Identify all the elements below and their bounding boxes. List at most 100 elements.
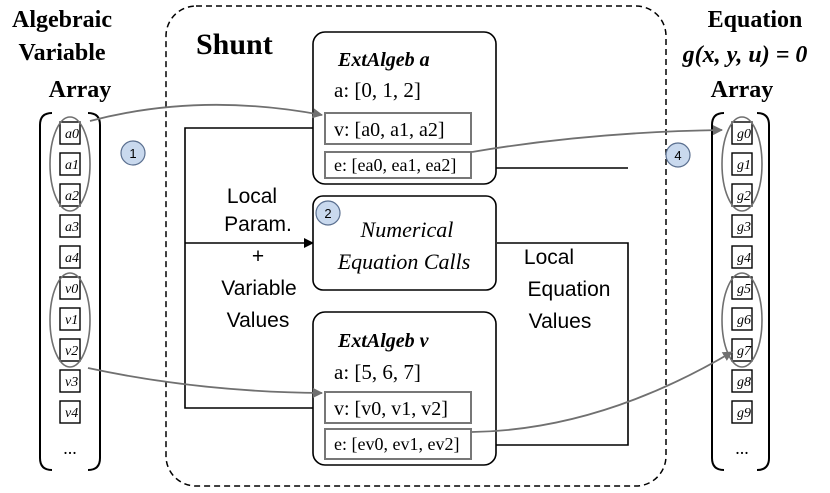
variable-cell-label: v4	[65, 406, 78, 421]
equation-cell-box	[731, 276, 753, 300]
ext-algeb-v-e-line: e: [ev0, ev1, ev2]	[334, 434, 459, 454]
variable-cell-box	[59, 214, 81, 238]
variable-cell-label: a0	[65, 127, 79, 142]
left-group-v-ellipse	[49, 272, 91, 368]
ext-algeb-v-address: a: [5, 6, 7]	[334, 360, 421, 384]
equation-cell-g2: g2	[731, 183, 753, 207]
left-group-a-ellipse	[49, 116, 91, 212]
equation-cell-box	[731, 245, 753, 269]
step-2-badge: 2	[315, 200, 341, 226]
equation-cell-g3: g3	[731, 214, 753, 238]
step-4-number: 4	[674, 148, 681, 163]
right-group-v-ellipse	[721, 272, 763, 368]
right-title-line-1: Equation	[708, 7, 803, 33]
equation-cell-box	[731, 183, 753, 207]
variable-cell-label: v0	[65, 282, 78, 297]
variable-cell-box	[59, 307, 81, 331]
right-group-a-ellipse	[721, 116, 763, 212]
right-title-line-3: Array	[711, 77, 774, 103]
equation-cell-g6: g6	[731, 307, 753, 331]
variable-cell-label: a1	[65, 158, 79, 173]
left-title-line-2: Variable	[18, 40, 105, 66]
variable-cell-v1: v1	[59, 307, 81, 331]
equation-cell-box	[731, 400, 753, 424]
variable-cell-label: v2	[65, 344, 78, 359]
equation-cell-box	[731, 214, 753, 238]
variable-cell-v3: v3	[59, 369, 81, 393]
variable-cell-box	[59, 276, 81, 300]
right-title-line-2: g(x, y, u) = 0	[682, 42, 808, 68]
equation-cell-box	[731, 307, 753, 331]
variable-cell-box	[59, 245, 81, 269]
variable-collect-line	[184, 127, 325, 409]
numerical-frame	[312, 195, 497, 291]
ext-algeb-v-e-field	[324, 428, 472, 460]
left-array-ellipsis: ...	[63, 438, 77, 458]
variable-cell-a2: a2	[59, 183, 81, 207]
local-equation-label: Local Equation Values	[524, 246, 611, 333]
variable-cell-label: a2	[65, 189, 79, 204]
ext-algeb-a-v-field	[324, 112, 472, 145]
ext-a-to-g-arrow	[471, 125, 723, 153]
ext-algeb-v-box: ExtAlgeb v a: [5, 6, 7] v: [v0, v1, v2] …	[312, 311, 497, 466]
variable-cell-a4: a4	[59, 245, 81, 269]
left-bracket-open	[39, 112, 53, 471]
variable-cell-box	[59, 183, 81, 207]
ext-algeb-a-address: a: [0, 1, 2]	[334, 78, 421, 102]
equation-cell-g5: g5	[731, 276, 753, 300]
variable-cell-a3: a3	[59, 214, 81, 238]
local-param-line-3: +	[252, 245, 264, 268]
numerical-line-2: Equation Calls	[337, 249, 471, 274]
variable-cell-box	[59, 369, 81, 393]
variable-cell-label: a3	[65, 220, 79, 235]
ext-algeb-v-v-line: v: [v0, v1, v2]	[334, 398, 448, 420]
variable-cell-a0: a0	[59, 121, 81, 145]
variable-cell-label: v1	[65, 313, 78, 328]
local-eq-line-1: Local	[524, 246, 574, 269]
ext-algeb-v-title: ExtAlgeb v	[337, 330, 430, 352]
right-array-ellipsis: ...	[735, 438, 749, 458]
a-vars-to-ext-a-arrow	[89, 103, 323, 122]
signal-lines	[184, 127, 629, 450]
right-array-title: Equation g(x, y, u) = 0 Array	[682, 7, 808, 103]
variable-cell-box	[59, 121, 81, 145]
numerical-line-1: Numerical	[360, 217, 454, 242]
ext-algeb-a-e-line: e: [ea0, ea1, ea2]	[334, 155, 456, 175]
equation-cell-g1: g1	[731, 152, 753, 176]
equation-cell-label: g6	[737, 313, 751, 328]
variable-cell-v4: v4	[59, 400, 81, 424]
shunt-label: Shunt	[196, 28, 273, 61]
ext-algeb-a-v-line: v: [a0, a1, a2]	[334, 119, 445, 141]
variable-cell-v2: v2	[59, 338, 81, 362]
local-param-label: Local Param. + Variable Values	[221, 185, 297, 332]
local-param-line-2: Param.	[224, 213, 292, 236]
equation-cell-box	[731, 152, 753, 176]
equation-cell-g0: g0	[731, 121, 753, 145]
equation-cell-box	[731, 121, 753, 145]
left-title-line-3: Array	[49, 77, 112, 103]
data-flow-arrows	[87, 103, 733, 433]
equation-cell-label: g3	[737, 220, 751, 235]
variable-cell-box	[59, 152, 81, 176]
variable-cell-v0: v0	[59, 276, 81, 300]
ext-algeb-v-v-field	[324, 391, 472, 424]
equation-cell-box	[731, 338, 753, 362]
shunt-container	[165, 5, 667, 487]
step-1-badge: 1	[120, 140, 146, 166]
ext-algeb-a-title: ExtAlgeb a	[337, 49, 430, 71]
step-2-circle	[315, 200, 341, 226]
step-1-circle	[120, 140, 146, 166]
left-bracket-close	[87, 112, 101, 471]
ext-algeb-a-box: ExtAlgeb a a: [0, 1, 2] v: [a0, a1, a2] …	[312, 31, 497, 185]
equation-cell-label: g2	[737, 189, 751, 204]
step-4-badge: 4	[665, 142, 691, 168]
equation-cell-g8: g8	[731, 369, 753, 393]
equation-cell-label: g8	[737, 375, 751, 390]
local-eq-line-2: Equation	[528, 278, 611, 301]
local-param-line-1: Local	[227, 185, 277, 208]
local-eq-line-3: Values	[529, 310, 592, 333]
ext-algeb-a-frame	[312, 31, 497, 185]
numerical-equation-calls-box: Numerical Equation Calls	[312, 195, 497, 291]
